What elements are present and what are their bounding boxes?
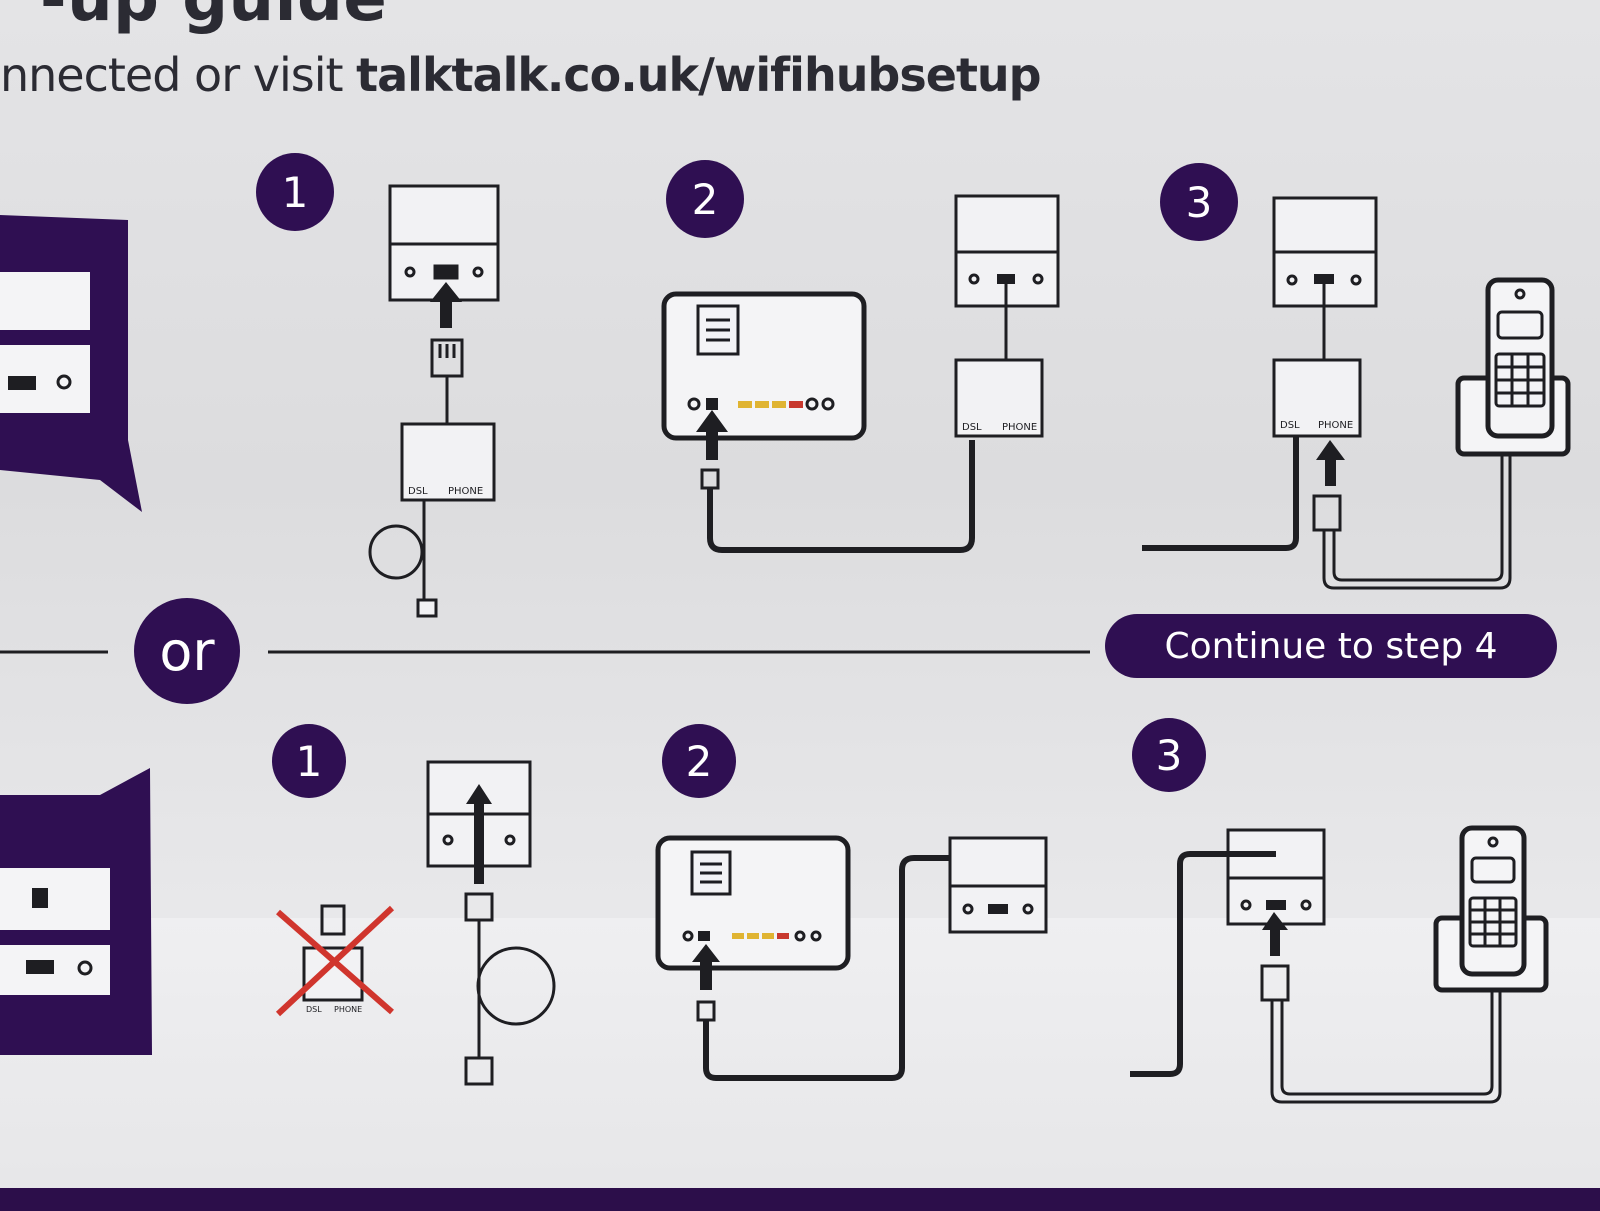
top-step3-phone-label: PHONE: [1318, 420, 1353, 431]
bottom-step-3-badge: 3: [1132, 718, 1206, 792]
top-step3-dsl-label: DSL: [1280, 420, 1300, 431]
bottom-step3-illustration: [1130, 825, 1549, 1104]
top-step-2-badge: 2: [666, 160, 744, 238]
filter-labels: DSL PHONE DSL PHONE DSL PHONE DSL PHONE: [306, 420, 1353, 1014]
top-step-1-badge: 1: [256, 153, 334, 231]
subtitle-prefix: nnected or visit: [0, 48, 357, 102]
top-step2-illustration: [661, 194, 1060, 553]
bottom-step1-illustration: [275, 760, 556, 1086]
bottom-step-2-badge: 2: [662, 724, 736, 798]
top-step3-illustration: [1142, 196, 1571, 590]
continue-to-step-4-button[interactable]: Continue to step 4: [1105, 614, 1557, 678]
bottom-step-1-badge: 1: [272, 724, 346, 798]
box-bottom-edge: [0, 1188, 1600, 1211]
top-step-3-badge: 3: [1160, 163, 1238, 241]
top-step2-dsl-label: DSL: [962, 422, 982, 433]
bottom-step1-dsl-label: DSL: [306, 1005, 322, 1014]
or-badge: or: [134, 598, 240, 704]
bottom-step2-illustration: [655, 835, 1048, 1081]
top-step1-phone-label: PHONE: [448, 486, 483, 497]
setup-url-link[interactable]: talktalk.co.uk/wifihubsetup: [356, 48, 1041, 102]
bottom-step1-phone-label: PHONE: [334, 1005, 362, 1014]
top-step1-dsl-label: DSL: [408, 486, 428, 497]
guide-subtitle: nnected or visit talktalk.co.uk/wifihubs…: [0, 48, 1042, 102]
top-step2-phone-label: PHONE: [1002, 422, 1037, 433]
top-step1-illustration: [368, 184, 500, 618]
hub-side-bottom: [0, 768, 152, 1055]
hub-side-top: [0, 215, 142, 512]
guide-title: -up guide: [40, 0, 387, 36]
